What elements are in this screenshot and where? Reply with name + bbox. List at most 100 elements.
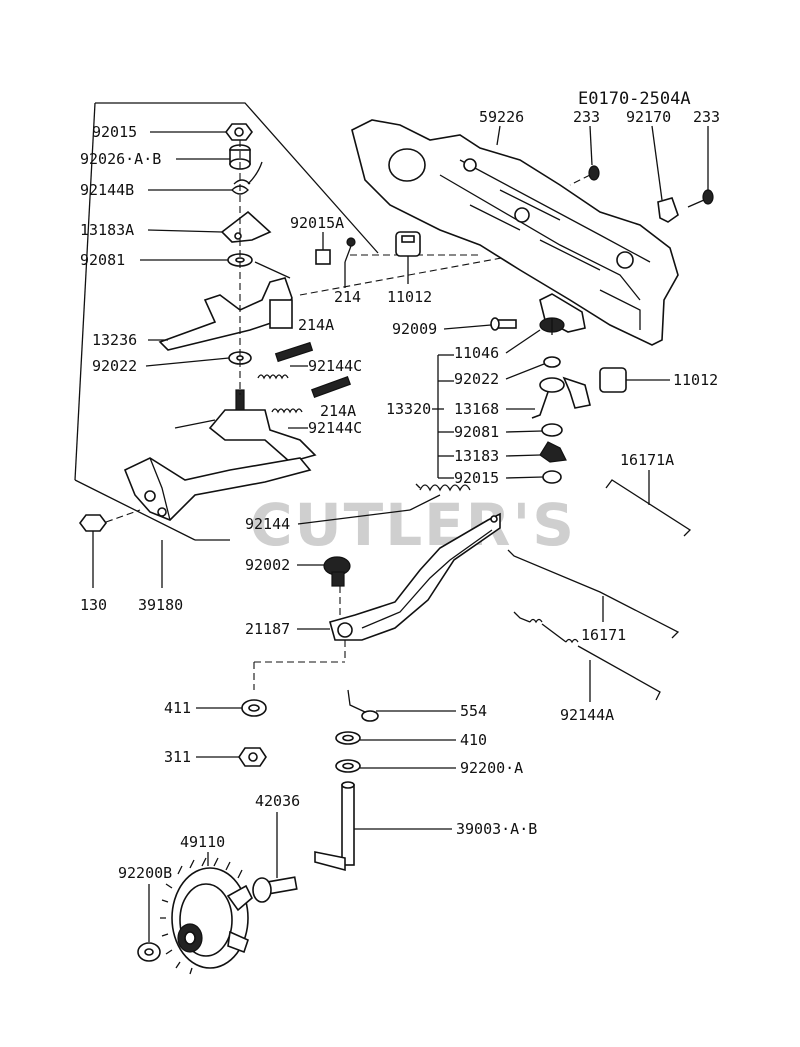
- label-233-a: 233: [573, 108, 600, 126]
- label-92081-right: 92081: [454, 423, 499, 441]
- lever-11046: [539, 293, 586, 335]
- label-13168: 13168: [454, 400, 499, 418]
- leader-92170: [651, 125, 663, 201]
- label-11046: 11046: [454, 344, 499, 362]
- lever-13168: [531, 376, 591, 419]
- bracket-39180: [123, 457, 312, 521]
- label-11012-top: 11012: [387, 288, 432, 306]
- label-92015A: 92015A: [290, 214, 344, 232]
- governor-assembly-box: [74, 102, 379, 541]
- shaft-42036: [252, 876, 298, 903]
- label-39003: 39003·A·B: [456, 820, 537, 838]
- rod-16171A: [605, 479, 692, 537]
- leader-92022-right: [505, 363, 545, 380]
- cover-59226: [351, 119, 679, 346]
- spring-92144: [415, 483, 471, 492]
- label-92081-left: 92081: [80, 251, 125, 269]
- label-92144C-b: 92144C: [308, 419, 362, 437]
- boot-11012-right: [599, 367, 627, 393]
- washer-92081-right: [541, 423, 563, 437]
- watermark: CUTLER'S: [250, 491, 576, 559]
- clip-554: [347, 689, 379, 722]
- washer-411: [241, 699, 267, 717]
- spring-92144B: [231, 161, 263, 195]
- nut-92015A: [315, 237, 356, 265]
- label-92026: 92026·A·B: [80, 150, 161, 168]
- label-11012-right: 11012: [673, 371, 718, 389]
- governor-arm-21187: [329, 512, 501, 641]
- plate-13183: [539, 441, 567, 463]
- label-92144A: 92144A: [560, 706, 614, 724]
- label-92144B: 92144B: [80, 181, 134, 199]
- screw-233-b: [687, 189, 714, 208]
- leader-92081-right: [505, 430, 543, 433]
- nut-92015-left: [225, 123, 253, 141]
- label-411: 411: [164, 699, 191, 717]
- label-92015-right: 92015: [454, 469, 499, 487]
- label-49110: 49110: [180, 833, 225, 851]
- label-214A-a: 214A: [298, 316, 334, 334]
- leader-92015-right: [505, 476, 544, 479]
- boot-11012-top: [395, 231, 421, 257]
- label-92015-left: 92015: [92, 123, 137, 141]
- leader-11046: [505, 329, 541, 354]
- leader-59226: [496, 125, 501, 146]
- nut-92015-right: [542, 470, 562, 484]
- washer-92022-right: [543, 356, 561, 368]
- lever-13236: [158, 261, 293, 351]
- clip-92170: [657, 197, 679, 223]
- label-92144: 92144: [245, 515, 290, 533]
- label-13183: 13183: [454, 447, 499, 465]
- diagram-code: E0170-2504A: [578, 89, 691, 109]
- label-92022-right: 92022: [454, 370, 499, 388]
- label-39180: 39180: [138, 596, 183, 614]
- shaft-39003: [314, 781, 355, 872]
- leader-92022-left: [145, 357, 230, 367]
- label-21187: 21187: [245, 620, 290, 638]
- leader-92009: [443, 324, 492, 330]
- label-92022-left: 92022: [92, 357, 137, 375]
- label-410: 410: [460, 731, 487, 749]
- label-59226: 59226: [479, 108, 524, 126]
- screw-233-a: [569, 165, 600, 186]
- leader-92144-b: [409, 494, 441, 511]
- washer-410: [335, 731, 361, 745]
- rod-16171: [507, 549, 680, 639]
- label-13320: 13320: [386, 400, 431, 418]
- bolt-92002: [323, 556, 351, 587]
- label-42036: 42036: [255, 792, 300, 810]
- spring-rod-92144A: [513, 611, 661, 701]
- label-214-a: 214: [334, 288, 361, 306]
- label-13183A: 13183A: [80, 221, 134, 239]
- label-13236: 13236: [92, 331, 137, 349]
- washer-92200A: [335, 759, 361, 773]
- spring-92144C-a: [257, 374, 289, 380]
- governor-shaft-bracket: [174, 389, 317, 463]
- screw-92009: [490, 317, 517, 331]
- leader-92144-a: [297, 509, 411, 525]
- label-92144C-a: 92144C: [308, 357, 362, 375]
- plate-13183A: [220, 210, 272, 243]
- gear-49110: [160, 857, 253, 975]
- label-92002: 92002: [245, 556, 290, 574]
- nut-311: [238, 747, 267, 767]
- bolt-214A-b: [311, 375, 351, 399]
- label-311: 311: [164, 748, 191, 766]
- label-233-b: 233: [693, 108, 720, 126]
- label-92009: 92009: [392, 320, 437, 338]
- label-554: 554: [460, 702, 487, 720]
- label-16171A: 16171A: [620, 451, 674, 469]
- label-92170: 92170: [626, 108, 671, 126]
- link-line-a: [299, 249, 546, 296]
- bolt-130: [79, 509, 141, 532]
- spring-92144C-b: [271, 408, 303, 414]
- leader-13183: [505, 454, 541, 457]
- washer-92200B: [137, 942, 161, 962]
- label-130: 130: [80, 596, 107, 614]
- label-92200B: 92200B: [118, 864, 172, 882]
- label-92200A: 92200·A: [460, 759, 523, 777]
- leader-233-a: [589, 125, 593, 166]
- label-214A-b: 214A: [320, 402, 356, 420]
- bolt-214A-a: [274, 341, 314, 363]
